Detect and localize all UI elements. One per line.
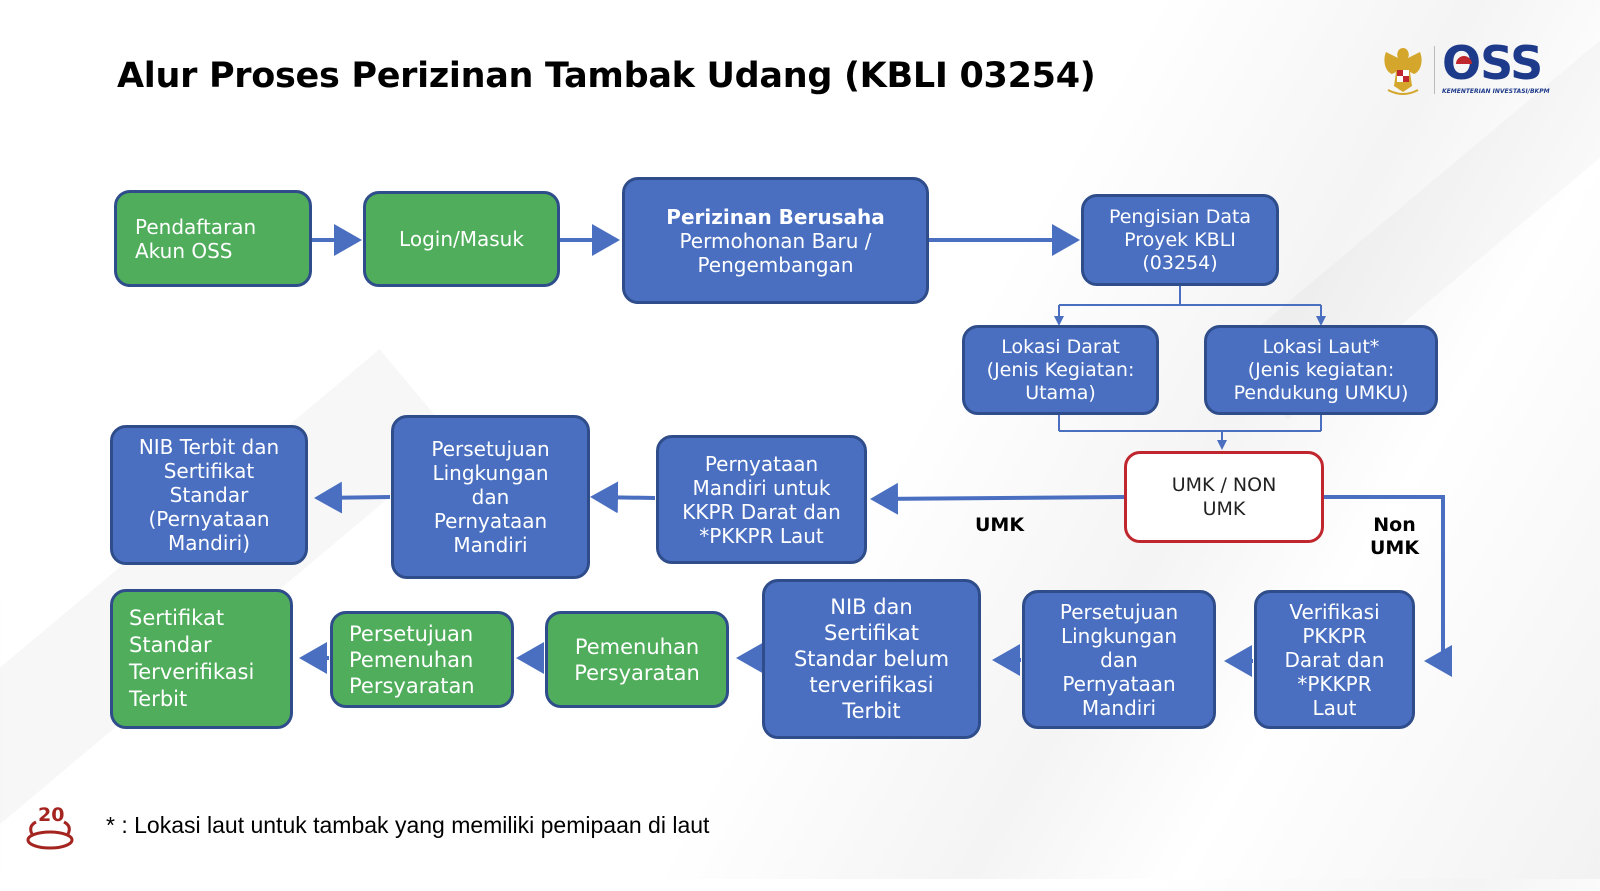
node-label: Pendaftaran Akun OSS — [135, 214, 257, 263]
node-label-bold: Perizinan Berusaha — [666, 204, 885, 229]
node-pengisian-data: Pengisian Data Proyek KBLI (03254) — [1081, 194, 1279, 286]
garuda-emblem-icon — [1384, 48, 1422, 95]
node-label: Pengisian Data Proyek KBLI (03254) — [1108, 205, 1252, 274]
decision-umk-non-umk: UMK / NON UMK — [1124, 451, 1324, 543]
node-label: Lokasi Laut* (Jenis kegiatan: Pendukung … — [1233, 335, 1409, 404]
node-label: Pernyataan Mandiri untuk KKPR Darat dan … — [682, 451, 841, 548]
node-label: Persetujuan Pemenuhan Persyaratan — [349, 621, 475, 698]
oss-dome-icon — [1456, 56, 1472, 64]
node-label: Lokasi Darat (Jenis Kegiatan: Utama) — [986, 335, 1135, 404]
node-sertifikat-terverifikasi: Sertifikat Standar Terverifikasi Terbit — [110, 589, 293, 729]
page-ring-icon — [26, 820, 74, 850]
node-label: Login/Masuk — [399, 227, 524, 251]
node-nib-terbit: NIB Terbit dan Sertifikat Standar (Perny… — [110, 425, 308, 565]
node-persetujuan-pemenuhan: Persetujuan Pemenuhan Persyaratan — [330, 611, 514, 708]
node-perizinan-berusaha: Perizinan Berusaha Permohonan Baru / Pen… — [622, 177, 929, 304]
node-pemenuhan-persyaratan: Pemenuhan Persyaratan — [545, 611, 729, 708]
node-label: Sertifikat Standar Terverifikasi Terbit — [129, 606, 255, 711]
node-label: NIB dan Sertifikat Standar belum terveri… — [793, 595, 950, 723]
node-label: Persetujuan Lingkungan dan Pernyataan Ma… — [1059, 599, 1179, 720]
edge-label-umk: UMK — [975, 514, 1025, 536]
node-pernyataan-mandiri-kkpr: Pernyataan Mandiri untuk KKPR Darat dan … — [656, 435, 867, 564]
node-login: Login/Masuk — [363, 191, 560, 287]
decision-label: UMK / NON UMK — [1171, 474, 1277, 520]
node-label: Pemenuhan Persyaratan — [574, 634, 700, 685]
node-verifikasi-pkkpr: Verifikasi PKKPR Darat dan *PKKPR Laut — [1254, 590, 1415, 729]
node-label: NIB Terbit dan Sertifikat Standar (Perny… — [138, 435, 280, 555]
oss-subtitle: KEMENTERIAN INVESTASI/BKPM — [1442, 88, 1550, 95]
node-lokasi-darat: Lokasi Darat (Jenis Kegiatan: Utama) — [962, 325, 1159, 415]
node-nib-belum-terverifikasi: NIB dan Sertifikat Standar belum terveri… — [762, 579, 981, 739]
edge-label-non-umk: Non UMK — [1370, 514, 1420, 559]
node-label: Verifikasi PKKPR Darat dan *PKKPR Laut — [1284, 599, 1385, 720]
node-label: Persetujuan Lingkungan dan Pernyataan Ma… — [431, 437, 550, 557]
node-label: Permohonan Baru / Pengembangan — [679, 228, 872, 277]
footnote: * : Lokasi laut untuk tambak yang memili… — [106, 812, 710, 838]
oss-logo: OSS KEMENTERIAN INVESTASI/BKPM — [1378, 36, 1558, 98]
page-title: Alur Proses Perizinan Tambak Udang (KBLI… — [117, 56, 1096, 96]
page-number: 20 — [22, 804, 78, 854]
page-number-text: 20 — [38, 804, 65, 826]
node-lokasi-laut: Lokasi Laut* (Jenis kegiatan: Pendukung … — [1204, 325, 1438, 415]
node-persetujuan-lingkungan-umk: Persetujuan Lingkungan dan Pernyataan Ma… — [391, 415, 590, 579]
node-pendaftaran-akun: Pendaftaran Akun OSS — [114, 190, 312, 287]
logo-divider — [1434, 46, 1435, 94]
node-persetujuan-lingkungan-non-umk: Persetujuan Lingkungan dan Pernyataan Ma… — [1022, 590, 1216, 729]
